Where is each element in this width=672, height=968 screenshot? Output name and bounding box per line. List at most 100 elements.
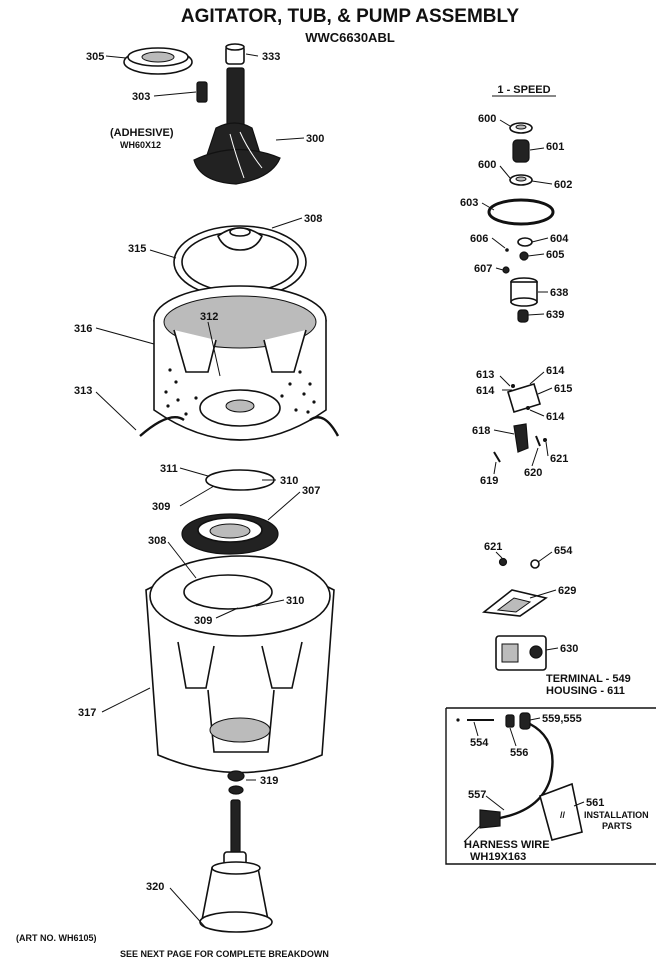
agitator-300 [193, 67, 281, 185]
callout-316: 316 [74, 323, 92, 335]
adhesive-label: (ADHESIVE) [110, 127, 174, 139]
callout-308-bottom: 308 [148, 535, 166, 547]
instructions-561: // [539, 782, 583, 841]
knob-654 [530, 559, 540, 569]
transmission-320 [199, 799, 273, 933]
callout-600-top: 600 [478, 113, 496, 125]
diagram-title: AGITATOR, TUB, & PUMP ASSEMBLY [181, 6, 519, 27]
see-next-page-note: SEE NEXT PAGE FOR COMPLETE BREAKDOWN [120, 949, 329, 959]
clip-606 [505, 248, 509, 252]
callout-621-upper: 621 [550, 453, 568, 465]
screw-621-lower [498, 557, 508, 567]
washer-605 [519, 251, 529, 261]
speed-heading: 1 - SPEED [497, 84, 550, 96]
callout-559-555: 559,555 [542, 713, 582, 725]
callout-308-top: 308 [304, 213, 322, 225]
callout-311: 311 [160, 463, 178, 475]
callout-312: 312 [200, 311, 218, 323]
callout-654: 654 [554, 545, 573, 557]
callout-606: 606 [470, 233, 488, 245]
callout-333: 333 [262, 51, 280, 63]
cap-305 [123, 47, 193, 75]
callout-300: 300 [306, 133, 324, 145]
callout-630: 630 [560, 643, 578, 655]
belt-603 [487, 198, 555, 226]
bracket-615 [507, 382, 541, 414]
callout-309-bottom: 309 [194, 615, 212, 627]
callout-639: 639 [546, 309, 564, 321]
callout-638: 638 [550, 287, 568, 299]
callout-605: 605 [546, 249, 564, 261]
spring-619 [493, 451, 501, 463]
plug-639 [517, 309, 529, 323]
basket-perforations [164, 368, 316, 416]
spring-620 [535, 435, 541, 447]
clip-600-top [509, 122, 533, 134]
harness-557 [479, 722, 554, 829]
callout-313: 313 [74, 385, 92, 397]
callout-614-top: 614 [546, 365, 565, 377]
art-number: (ART NO. WH6105) [16, 933, 97, 943]
instructions-mark: // [560, 810, 566, 820]
coupler-601 [512, 139, 530, 163]
spring-313 [139, 416, 340, 437]
pump-638 [510, 277, 538, 307]
cap-333 [225, 43, 245, 65]
callout-554: 554 [470, 737, 489, 749]
callout-315: 315 [128, 243, 146, 255]
pulley-604 [517, 237, 533, 247]
callout-556: 556 [510, 747, 528, 759]
seal-319 [227, 770, 245, 795]
callout-310-top: 310 [280, 475, 298, 487]
callout-307: 307 [302, 485, 320, 497]
callout-310-bottom: 310 [286, 595, 304, 607]
nut-607 [502, 266, 510, 274]
callout-320: 320 [146, 881, 164, 893]
callout-618: 618 [472, 425, 490, 437]
callout-619: 619 [480, 475, 498, 487]
installation-kit-box [445, 707, 656, 865]
callout-305: 305 [86, 51, 104, 63]
callout-557: 557 [468, 789, 486, 801]
harness-wire-part-number: WH19X163 [470, 851, 526, 863]
callout-615: 615 [554, 383, 572, 395]
lever-618 [513, 423, 529, 453]
callout-319: 319 [260, 775, 278, 787]
callout-620: 620 [524, 467, 542, 479]
callout-303: 303 [132, 91, 150, 103]
callout-614-left: 614 [476, 385, 495, 397]
callout-604: 604 [550, 233, 569, 245]
screw-621-upper [543, 438, 547, 442]
leader-lines [95, 53, 585, 929]
bracket-629 [481, 589, 548, 617]
installation-label: INSTALLATION [584, 810, 649, 820]
callout-600-bottom: 600 [478, 159, 496, 171]
wire-554 [456, 718, 494, 722]
terminal-559 [519, 712, 531, 730]
harness-wire-label: HARNESS WIRE [464, 839, 550, 851]
callout-601: 601 [546, 141, 564, 153]
housing-label: HOUSING - 611 [546, 685, 625, 697]
callout-613: 613 [476, 369, 494, 381]
connector-556 [505, 714, 515, 728]
model-number: WWC6630ABL [305, 30, 395, 45]
callout-614-right: 614 [546, 411, 565, 423]
callout-561: 561 [586, 797, 604, 809]
callout-621-lower: 621 [484, 541, 502, 553]
screws-614 [511, 384, 530, 410]
clip-600-bottom [509, 174, 533, 186]
callout-603: 603 [460, 197, 478, 209]
fastener-303 [196, 81, 208, 103]
adhesive-part-number: WH60X12 [120, 140, 161, 150]
callout-317: 317 [78, 707, 96, 719]
callout-602: 602 [554, 179, 572, 191]
callout-309-top: 309 [152, 501, 170, 513]
terminal-label: TERMINAL - 549 [546, 673, 631, 685]
callout-607: 607 [474, 263, 492, 275]
tub-317 [145, 555, 335, 774]
cover-315 [173, 225, 307, 299]
basket-316 [153, 285, 327, 441]
switch-630 [495, 635, 547, 671]
callout-629: 629 [558, 585, 576, 597]
